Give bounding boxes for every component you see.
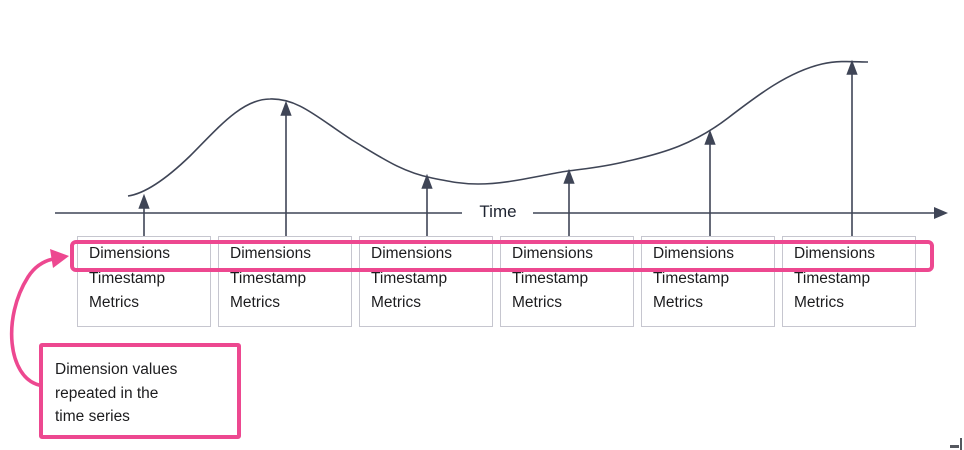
annotation-text-line: Dimension values <box>55 361 178 378</box>
record-field-timestamp: Timestamp <box>230 269 307 287</box>
annotation-callout: Dimension values repeated in the time se… <box>39 343 241 439</box>
annotation-text-line: repeated in the <box>55 384 159 402</box>
record-field-dimensions: Dimensions <box>512 245 593 262</box>
record-field-timestamp: Timestamp <box>89 269 166 287</box>
record-box: Dimensions Timestamp Metrics <box>359 236 493 327</box>
record-field-dimensions: Dimensions <box>371 245 452 262</box>
record-field-metrics: Metrics <box>89 294 139 311</box>
time-axis-arrowhead <box>934 207 948 219</box>
record-field-metrics: Metrics <box>653 294 703 311</box>
record-box: Dimensions Timestamp Metrics <box>218 236 352 327</box>
record-field-metrics: Metrics <box>230 294 280 311</box>
annotation-arrowhead <box>50 249 69 268</box>
record-box: Dimensions Timestamp Metrics <box>641 236 775 327</box>
record-row: Dimensions Timestamp Metrics Dimensions … <box>77 236 916 327</box>
record-field-metrics: Metrics <box>794 294 844 311</box>
record-field-timestamp: Timestamp <box>371 269 448 287</box>
record-field-timestamp: Timestamp <box>512 269 589 287</box>
time-axis-label: Time <box>466 202 530 222</box>
record-box: Dimensions Timestamp Metrics <box>782 236 916 327</box>
record-box: Dimensions Timestamp Metrics <box>500 236 634 327</box>
record-field-dimensions: Dimensions <box>89 245 170 262</box>
record-field-metrics: Metrics <box>512 294 562 311</box>
record-box: Dimensions Timestamp Metrics <box>77 236 211 327</box>
record-field-dimensions: Dimensions <box>653 245 734 262</box>
record-field-dimensions: Dimensions <box>794 245 875 262</box>
record-field-timestamp: Timestamp <box>794 269 871 287</box>
record-field-metrics: Metrics <box>371 294 421 311</box>
time-series-curve <box>127 60 869 197</box>
record-field-dimensions: Dimensions <box>230 245 311 262</box>
annotation-text-line: time series <box>55 408 130 425</box>
corner-artifact <box>950 438 962 450</box>
record-field-timestamp: Timestamp <box>653 269 730 287</box>
dimensions-highlight-band <box>70 240 934 272</box>
